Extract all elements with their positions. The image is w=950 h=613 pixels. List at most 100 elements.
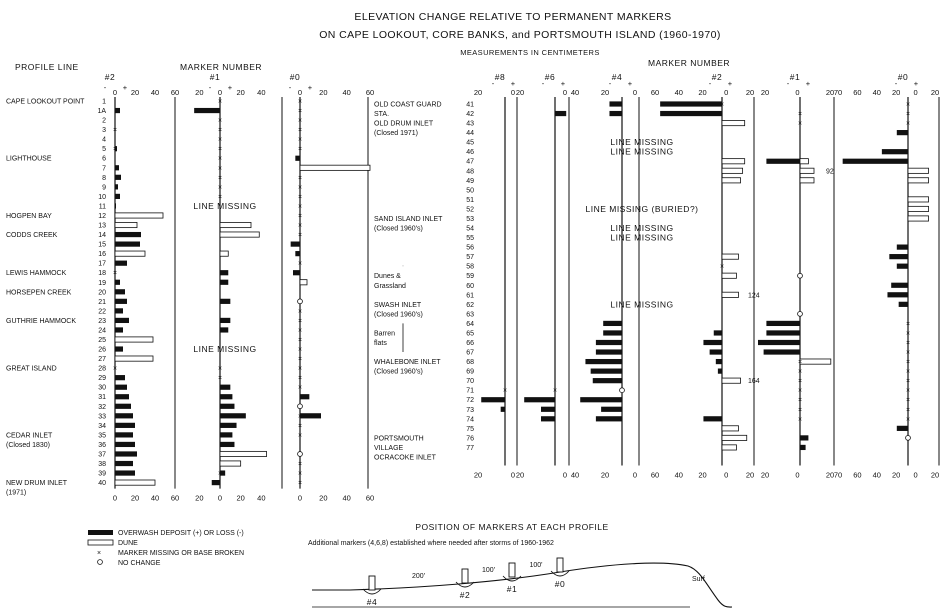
- overwash-bar: [295, 251, 300, 257]
- profile-number-4: 4: [102, 137, 106, 144]
- value-annotation: 164: [748, 378, 760, 385]
- axis-tick-label: 40: [342, 88, 350, 97]
- dune-bar: [721, 120, 746, 127]
- site-label: CAPE LOOKOUT POINT: [6, 99, 85, 106]
- dune-bar: [799, 167, 815, 174]
- dune-bar: [799, 177, 815, 184]
- diagram-marker-post: [556, 557, 564, 573]
- value-annotation: 92: [826, 168, 834, 175]
- axis-tick-label: 40: [873, 470, 881, 479]
- axis-tick-label: 20: [131, 494, 139, 503]
- sign-plus: +: [914, 79, 919, 88]
- profile-number-71: 71: [466, 388, 474, 395]
- axis-tick-label: 40: [675, 470, 683, 479]
- axis-tick-label: 0: [724, 470, 728, 479]
- overwash-bar: [766, 158, 800, 164]
- profile-number-30: 30: [98, 385, 106, 392]
- missing-marker: ×: [798, 378, 802, 385]
- overwash-bar: [896, 130, 908, 136]
- dune-bar: [721, 377, 741, 384]
- overwash-bar: [703, 339, 722, 346]
- sign-plus: +: [228, 83, 233, 92]
- sign-minus: -: [289, 83, 292, 92]
- axis-tick-label: 20: [474, 88, 482, 97]
- missing-marker: ×: [298, 99, 302, 106]
- profile-number-75: 75: [466, 426, 474, 433]
- axis-tick-label: 20: [319, 88, 327, 97]
- axis-tick-label: 0: [563, 470, 567, 479]
- overwash-bar: [115, 308, 123, 314]
- missing-marker: ×: [218, 156, 222, 163]
- missing-marker: ×: [798, 359, 802, 366]
- dune-bar: [907, 215, 929, 222]
- missing-marker: ×: [298, 127, 302, 134]
- profile-number-61: 61: [466, 292, 474, 299]
- overwash-bar: [580, 397, 622, 403]
- profile-number-77: 77: [466, 445, 474, 452]
- dune-bar: [219, 450, 267, 457]
- profile-number-5: 5: [102, 146, 106, 153]
- profile-number-25: 25: [98, 337, 106, 344]
- missing-marker: ×: [906, 388, 910, 395]
- missing-marker: ×: [906, 359, 910, 366]
- axis-tick-label: 20: [601, 470, 609, 479]
- overwash-bar: [290, 241, 300, 247]
- axis-tick-label: 60: [853, 88, 861, 97]
- overwash-bar: [800, 444, 806, 451]
- diagram-marker-base: [550, 570, 570, 577]
- dune-bar: [114, 250, 146, 257]
- profile-number-33: 33: [98, 413, 106, 420]
- overwash-bar: [660, 101, 722, 107]
- missing-marker: ×: [906, 416, 910, 423]
- site-label: LIGHTHOUSE: [6, 156, 52, 163]
- overwash-bar: [115, 317, 129, 324]
- profile-number-52: 52: [466, 206, 474, 213]
- axis-tick-label: 20: [698, 88, 706, 97]
- dune-bar: [907, 177, 929, 184]
- sign-plus: +: [123, 83, 128, 92]
- axis-tick-label: 20: [236, 88, 244, 97]
- chart-subtitle: MEASUREMENTS IN CENTIMETERS: [460, 48, 600, 57]
- missing-marker: ×: [906, 330, 910, 337]
- dune-bar: [114, 355, 154, 362]
- missing-marker: ×: [298, 108, 302, 115]
- profile-number-67: 67: [466, 350, 474, 357]
- profile-number-13: 13: [98, 223, 106, 230]
- dune-bar: [721, 253, 739, 260]
- missing-marker: ×: [298, 347, 302, 354]
- overwash-bar: [889, 254, 908, 260]
- marker-label-#4: #4: [612, 72, 622, 82]
- axis-tick-label: 0: [795, 88, 799, 97]
- diagram-marker-label: #1: [507, 584, 517, 594]
- sign-minus: -: [209, 83, 212, 92]
- site-label: (Closed 1971): [374, 130, 418, 137]
- sign-minus: -: [609, 79, 612, 88]
- line-missing-note: LINE MISSING: [610, 299, 673, 309]
- axis-tick-label: 60: [366, 88, 374, 97]
- overwash-bar: [220, 270, 229, 276]
- overwash-bar: [715, 358, 722, 365]
- missing-marker: ×: [798, 388, 802, 395]
- overwash-bar: [115, 432, 133, 438]
- missing-marker: ×: [798, 369, 802, 376]
- diagram-marker-label: #2: [460, 590, 470, 600]
- dune-bar: [721, 444, 737, 451]
- missing-marker: ×: [298, 194, 302, 201]
- missing-marker: ×: [218, 366, 222, 373]
- marker-label-#1: #1: [210, 72, 220, 82]
- profile-number-7: 7: [102, 165, 106, 172]
- missing-marker: ×: [798, 397, 802, 404]
- axis-tick-label: 0: [113, 88, 117, 97]
- axis-tick-label: 0: [298, 88, 302, 97]
- overwash-bar: [609, 110, 622, 117]
- site-label: LEWIS HAMMOCK: [6, 270, 67, 277]
- no-change-marker: [619, 387, 625, 394]
- profile-number-46: 46: [466, 149, 474, 156]
- profile-number-28: 28: [98, 366, 106, 373]
- sign-plus: +: [511, 79, 516, 88]
- site-label: flats: [374, 340, 387, 347]
- profile-number-8: 8: [102, 175, 106, 182]
- overwash-bar: [211, 480, 220, 486]
- overwash-bar: [898, 301, 908, 307]
